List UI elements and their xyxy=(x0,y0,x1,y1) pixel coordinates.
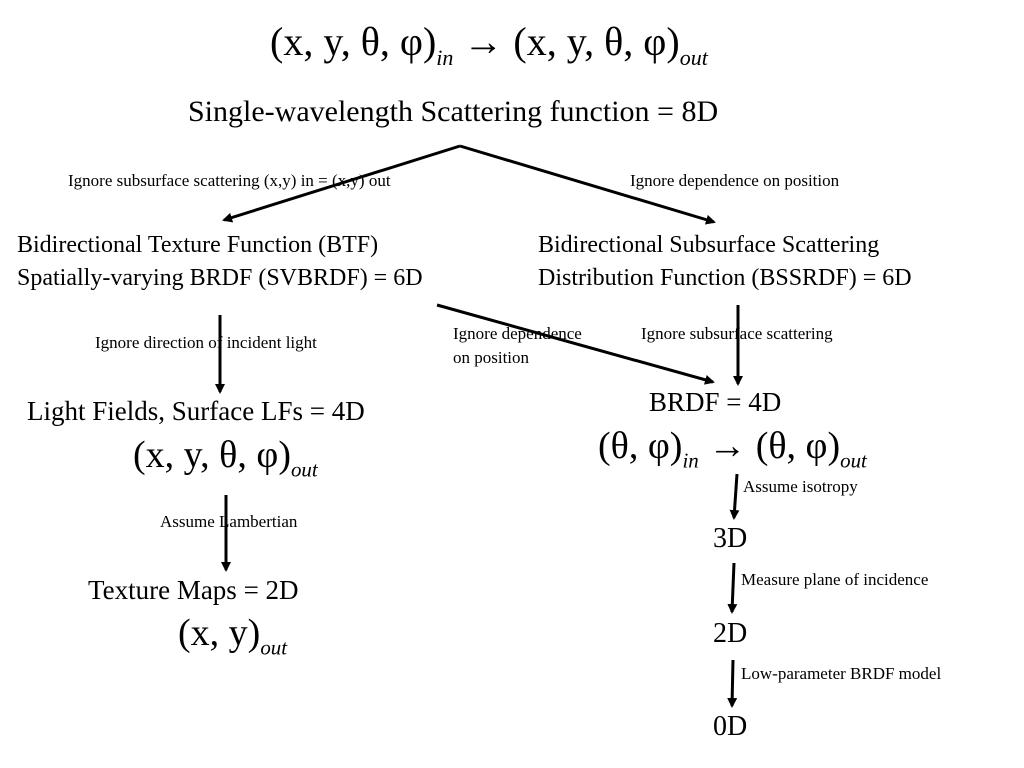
brdf-eq-arrow: → xyxy=(708,425,747,467)
top-eq-left: (x, y, θ, φ) xyxy=(270,19,437,64)
texture-maps-eq: (x, y) xyxy=(178,612,261,654)
dim-3d: 3D xyxy=(713,523,748,554)
top-eq-left-sub: in xyxy=(436,44,454,70)
brdf-equation: (θ, φ)in → (θ, φ)out xyxy=(598,427,867,471)
brdf-title: BRDF = 4D xyxy=(649,387,782,417)
arrow-btf-to-brdf xyxy=(436,303,715,385)
brdf-eq-left-sub: in xyxy=(682,448,699,473)
arrow-root-to-btf xyxy=(222,144,461,223)
texture-maps-equation: (x, y)out xyxy=(178,614,287,658)
btf-node-line2: Spatially-varying BRDF (SVBRDF) = 6D xyxy=(17,265,423,291)
top-eq-right: (x, y, θ, φ) xyxy=(513,19,680,64)
light-fields-title: Light Fields, Surface LFs = 4D xyxy=(27,396,365,426)
edge-label-brdf-to-3d: Assume isotropy xyxy=(743,477,858,496)
bssrdf-node-line1: Bidirectional Subsurface Scattering xyxy=(538,232,880,258)
bssrdf-node-line2: Distribution Function (BSSRDF) = 6D xyxy=(538,265,912,291)
brdf-eq-right: (θ, φ) xyxy=(755,425,841,467)
edge-label-bssrdf-to-brdf: Ignore subsurface scattering xyxy=(641,324,833,343)
edge-label-btf-to-brdf-line1: Ignore dependence xyxy=(453,324,582,343)
top-equation: (x, y, θ, φ)in → (x, y, θ, φ)out xyxy=(270,22,708,69)
arrow-root-to-bssrdf xyxy=(459,144,716,225)
edge-label-lf-to-texture: Assume Lambertian xyxy=(160,512,298,531)
texture-maps-eq-sub: out xyxy=(260,635,288,660)
edge-label-3d-to-2d: Measure plane of incidence xyxy=(741,570,929,589)
dim-0d: 0D xyxy=(713,711,748,742)
edge-label-btf-to-lf: Ignore direction of incident light xyxy=(95,333,317,352)
top-eq-arrow: → xyxy=(463,19,504,64)
btf-node-line1: Bidirectional Texture Function (BTF) xyxy=(17,232,379,258)
brdf-eq-right-sub: out xyxy=(840,448,867,473)
edge-label-root-to-btf: Ignore subsurface scattering (x,y) in = … xyxy=(68,171,391,190)
edge-label-2d-to-0d: Low-parameter BRDF model xyxy=(741,664,942,683)
arrow-brdf-to-3d xyxy=(729,473,740,520)
texture-maps-title: Texture Maps = 2D xyxy=(88,575,299,605)
arrow-3d-to-2d xyxy=(727,562,738,614)
arrow-2d-to-0d xyxy=(727,659,738,708)
brdf-eq-left: (θ, φ) xyxy=(598,425,683,467)
top-eq-right-sub: out xyxy=(679,44,708,70)
edge-label-btf-to-brdf-line2: on position xyxy=(453,348,530,367)
edge-label-root-to-bssrdf: Ignore dependence on position xyxy=(630,171,840,190)
light-fields-eq: (x, y, θ, φ) xyxy=(133,434,291,476)
dim-2d: 2D xyxy=(713,618,748,649)
light-fields-eq-sub: out xyxy=(290,457,318,482)
light-fields-equation: (x, y, θ, φ)out xyxy=(133,436,318,480)
root-node: Single-wavelength Scattering function = … xyxy=(188,95,719,128)
